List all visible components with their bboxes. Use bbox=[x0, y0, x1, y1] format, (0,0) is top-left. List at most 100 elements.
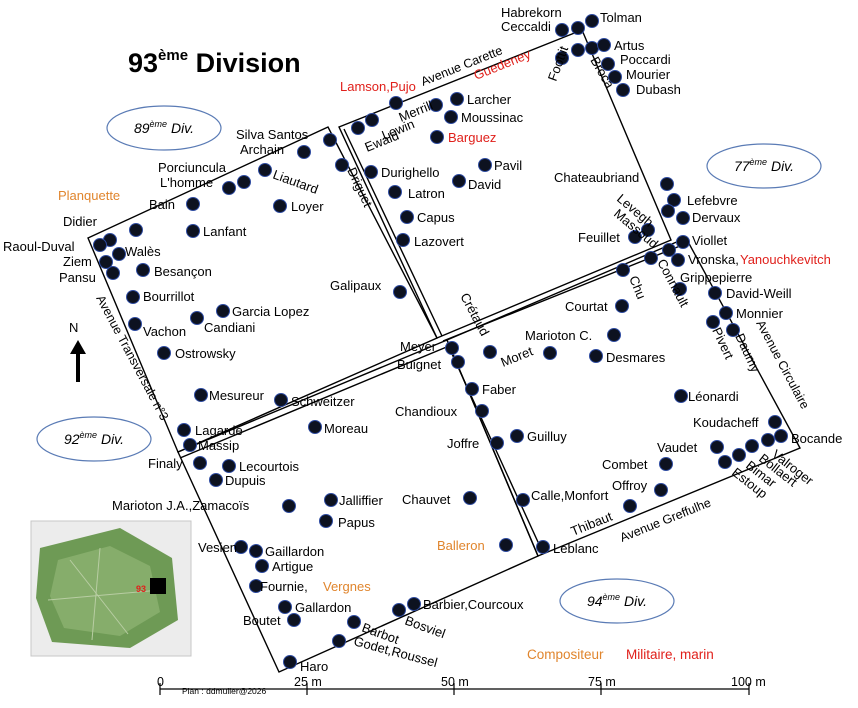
grave-marker[interactable] bbox=[106, 266, 120, 280]
grave-marker[interactable] bbox=[516, 493, 530, 507]
grave-marker[interactable] bbox=[274, 393, 288, 407]
grave-marker[interactable] bbox=[662, 243, 676, 257]
grave-marker[interactable] bbox=[186, 197, 200, 211]
grave-marker[interactable] bbox=[536, 540, 550, 554]
grave-marker[interactable] bbox=[430, 130, 444, 144]
grave-marker[interactable] bbox=[445, 341, 459, 355]
grave-marker[interactable] bbox=[237, 175, 251, 189]
grave-marker[interactable] bbox=[768, 415, 782, 429]
grave-marker[interactable] bbox=[667, 193, 681, 207]
grave-marker[interactable] bbox=[136, 263, 150, 277]
grave-marker[interactable] bbox=[585, 14, 599, 28]
grave-marker[interactable] bbox=[177, 423, 191, 437]
grave-marker[interactable] bbox=[392, 603, 406, 617]
grave-marker[interactable] bbox=[183, 438, 197, 452]
grave-marker[interactable] bbox=[258, 163, 272, 177]
grave-marker[interactable] bbox=[249, 579, 263, 593]
grave-marker[interactable] bbox=[555, 51, 569, 65]
grave-marker[interactable] bbox=[351, 121, 365, 135]
grave-marker[interactable] bbox=[644, 251, 658, 265]
grave-marker[interactable] bbox=[616, 83, 630, 97]
grave-marker[interactable] bbox=[255, 559, 269, 573]
grave-marker[interactable] bbox=[297, 145, 311, 159]
grave-marker[interactable] bbox=[673, 282, 687, 296]
grave-marker[interactable] bbox=[543, 346, 557, 360]
grave-marker[interactable] bbox=[674, 389, 688, 403]
grave-marker[interactable] bbox=[465, 382, 479, 396]
grave-marker[interactable] bbox=[607, 328, 621, 342]
grave-marker[interactable] bbox=[745, 439, 759, 453]
grave-marker[interactable] bbox=[475, 404, 489, 418]
grave-marker[interactable] bbox=[597, 38, 611, 52]
grave-marker[interactable] bbox=[585, 41, 599, 55]
grave-marker[interactable] bbox=[710, 440, 724, 454]
grave-marker[interactable] bbox=[499, 538, 513, 552]
grave-marker[interactable] bbox=[193, 456, 207, 470]
grave-marker[interactable] bbox=[732, 448, 746, 462]
grave-marker[interactable] bbox=[389, 96, 403, 110]
grave-marker[interactable] bbox=[571, 21, 585, 35]
grave-marker[interactable] bbox=[216, 304, 230, 318]
grave-marker[interactable] bbox=[718, 455, 732, 469]
grave-marker[interactable] bbox=[628, 230, 642, 244]
grave-marker[interactable] bbox=[615, 299, 629, 313]
grave-marker[interactable] bbox=[99, 255, 113, 269]
grave-marker[interactable] bbox=[388, 185, 402, 199]
grave-marker[interactable] bbox=[661, 204, 675, 218]
grave-marker[interactable] bbox=[608, 70, 622, 84]
grave-marker[interactable] bbox=[347, 615, 361, 629]
grave-marker[interactable] bbox=[222, 181, 236, 195]
grave-marker[interactable] bbox=[283, 655, 297, 669]
grave-marker[interactable] bbox=[555, 23, 569, 37]
grave-marker[interactable] bbox=[282, 499, 296, 513]
grave-marker[interactable] bbox=[659, 457, 673, 471]
grave-marker[interactable] bbox=[660, 177, 674, 191]
grave-marker[interactable] bbox=[463, 491, 477, 505]
grave-marker[interactable] bbox=[194, 388, 208, 402]
grave-marker[interactable] bbox=[364, 165, 378, 179]
grave-marker[interactable] bbox=[451, 355, 465, 369]
grave-marker[interactable] bbox=[319, 514, 333, 528]
grave-marker[interactable] bbox=[126, 290, 140, 304]
grave-marker[interactable] bbox=[589, 349, 603, 363]
grave-marker[interactable] bbox=[128, 317, 142, 331]
grave-marker[interactable] bbox=[93, 238, 107, 252]
grave-marker[interactable] bbox=[676, 235, 690, 249]
grave-marker[interactable] bbox=[761, 433, 775, 447]
grave-marker[interactable] bbox=[623, 499, 637, 513]
grave-marker[interactable] bbox=[726, 323, 740, 337]
grave-marker[interactable] bbox=[706, 315, 720, 329]
grave-marker[interactable] bbox=[478, 158, 492, 172]
grave-marker[interactable] bbox=[273, 199, 287, 213]
grave-marker[interactable] bbox=[365, 113, 379, 127]
grave-marker[interactable] bbox=[129, 223, 143, 237]
grave-marker[interactable] bbox=[249, 544, 263, 558]
grave-marker[interactable] bbox=[452, 174, 466, 188]
grave-marker[interactable] bbox=[407, 597, 421, 611]
grave-marker[interactable] bbox=[287, 613, 301, 627]
grave-marker[interactable] bbox=[190, 311, 204, 325]
grave-marker[interactable] bbox=[209, 473, 223, 487]
grave-marker[interactable] bbox=[308, 420, 322, 434]
grave-marker[interactable] bbox=[654, 483, 668, 497]
grave-marker[interactable] bbox=[601, 57, 615, 71]
grave-marker[interactable] bbox=[186, 224, 200, 238]
grave-marker[interactable] bbox=[112, 247, 126, 261]
grave-marker[interactable] bbox=[510, 429, 524, 443]
grave-marker[interactable] bbox=[774, 429, 788, 443]
grave-marker[interactable] bbox=[671, 253, 685, 267]
grave-marker[interactable] bbox=[483, 345, 497, 359]
grave-marker[interactable] bbox=[429, 98, 443, 112]
grave-marker[interactable] bbox=[719, 306, 733, 320]
grave-marker[interactable] bbox=[396, 233, 410, 247]
grave-marker[interactable] bbox=[450, 92, 464, 106]
grave-marker[interactable] bbox=[323, 133, 337, 147]
grave-marker[interactable] bbox=[571, 43, 585, 57]
grave-marker[interactable] bbox=[400, 210, 414, 224]
grave-marker[interactable] bbox=[234, 540, 248, 554]
grave-marker[interactable] bbox=[157, 346, 171, 360]
grave-marker[interactable] bbox=[641, 223, 655, 237]
grave-marker[interactable] bbox=[335, 158, 349, 172]
grave-marker[interactable] bbox=[393, 285, 407, 299]
grave-marker[interactable] bbox=[676, 211, 690, 225]
